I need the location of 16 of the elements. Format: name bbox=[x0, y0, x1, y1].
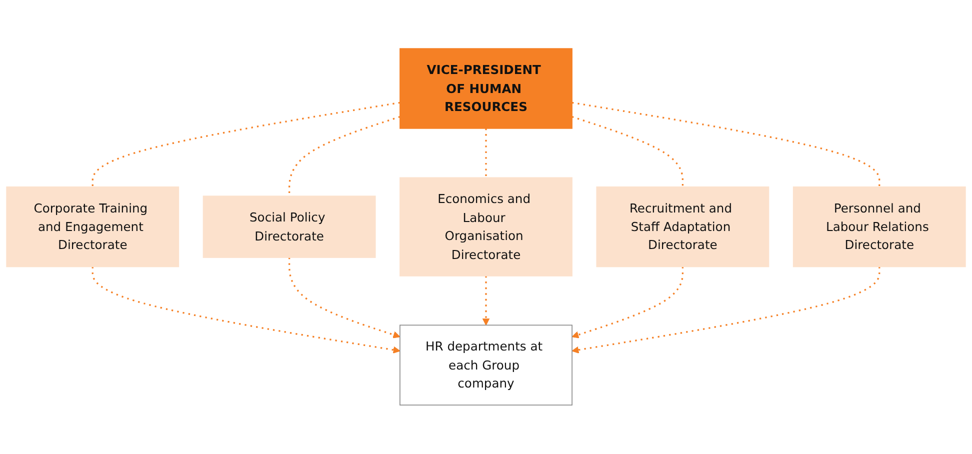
arrow bbox=[482, 276, 490, 326]
node-box: VICE-PRESIDENT OF HUMAN RESOURCES bbox=[400, 48, 572, 130]
connector bbox=[485, 128, 487, 178]
node-box: Social Policy Directorate bbox=[202, 196, 376, 258]
connector bbox=[572, 102, 880, 188]
arrow bbox=[572, 266, 880, 354]
connector bbox=[92, 102, 400, 188]
node-box: HR departments at each Group company bbox=[400, 324, 572, 406]
node-box: Personnel and Labour Relations Directorate bbox=[792, 186, 966, 268]
node-box: Corporate Training and Engagement Directorate bbox=[6, 186, 180, 268]
arrow bbox=[288, 258, 400, 338]
connector bbox=[572, 116, 684, 188]
node-box: Economics and Labour Organisation Directorate bbox=[400, 177, 572, 277]
arrow bbox=[572, 266, 684, 338]
arrow bbox=[92, 266, 400, 354]
node-box: Recruitment and Staff Adaptation Directorate bbox=[596, 186, 770, 268]
